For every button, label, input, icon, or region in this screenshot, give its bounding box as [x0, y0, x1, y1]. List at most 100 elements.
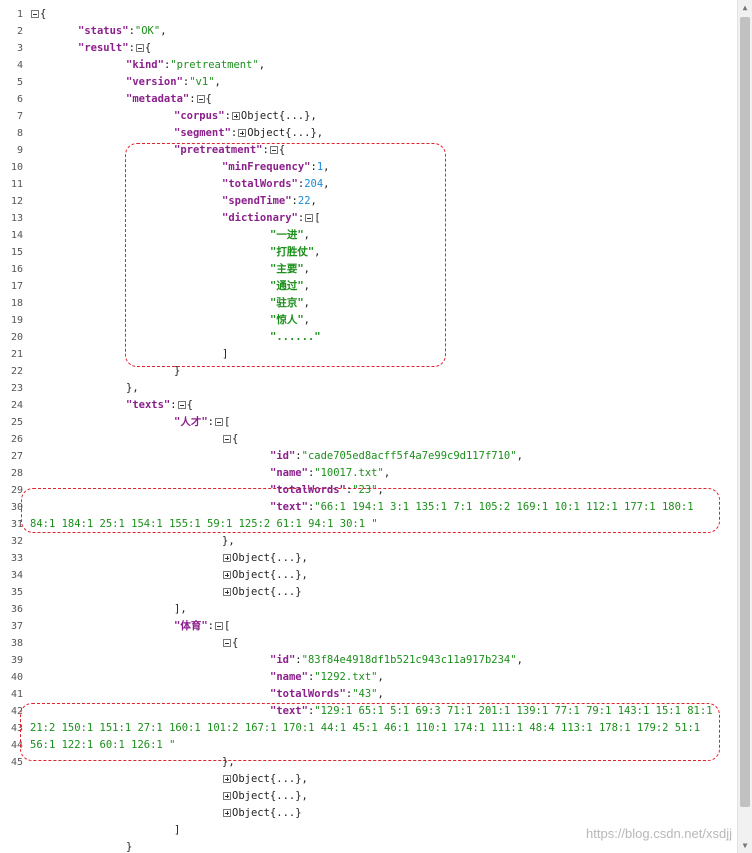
code-line-9: "pretreatment":{	[174, 144, 286, 156]
line-number: 5	[16, 77, 23, 88]
line-number: 8	[16, 128, 23, 139]
line-number: 21	[10, 349, 23, 360]
collapse-toggle-icon[interactable]	[196, 95, 205, 103]
line-number: 14	[10, 230, 23, 241]
line-number: 17	[10, 281, 23, 292]
code-line-22: }	[174, 365, 181, 377]
scroll-down-arrow-icon[interactable]: ▼	[742, 841, 748, 850]
code-line-30: "text":"66:1 194:1 3:1 135:1 7:1 105:2 1…	[270, 501, 694, 513]
expand-toggle-icon[interactable]	[223, 571, 231, 579]
collapse-toggle-icon[interactable]	[214, 418, 223, 426]
line-number: 32	[10, 536, 23, 547]
code-line-23: },	[126, 382, 139, 394]
code-line-50: }	[126, 841, 133, 853]
line-number: 40	[10, 672, 23, 683]
expand-toggle-icon[interactable]	[223, 775, 231, 783]
scroll-up-arrow-icon[interactable]: ▲	[742, 3, 748, 12]
code-line-33: Object{...},	[222, 550, 308, 567]
line-number: 41	[10, 689, 23, 700]
code-line-5: "version":"v1",	[126, 76, 221, 88]
code-line-42: "text":"129:1 65:1 5:1 69:3 71:1 201:1 1…	[270, 705, 713, 717]
code-line-4: "kind":"pretreatment",	[126, 59, 266, 71]
line-number: 29	[10, 485, 23, 496]
code-line-38: {	[222, 635, 238, 652]
line-number: 6	[16, 94, 23, 105]
collapse-toggle-icon[interactable]	[223, 435, 231, 443]
line-number: 31	[10, 519, 23, 530]
expand-toggle-icon[interactable]	[223, 588, 231, 596]
code-line-1: {	[30, 6, 46, 23]
line-number: 7	[16, 111, 23, 122]
line-number: 30	[10, 502, 23, 513]
code-line-12: "spendTime":22,	[222, 195, 317, 207]
line-number: 18	[10, 298, 23, 309]
collapse-toggle-icon[interactable]	[223, 639, 231, 647]
code-line-27: "id":"cade705ed8acff5f4a7e99c9d117f710",	[270, 450, 523, 462]
line-number: 36	[10, 604, 23, 615]
line-number: 39	[10, 655, 23, 666]
code-line-8: "segment":Object{...},	[174, 127, 324, 139]
line-number: 2	[16, 26, 23, 37]
code-line-39: "id":"83f84e4918df1b521c943c11a917b234",	[270, 654, 523, 666]
line-number: 19	[10, 315, 23, 326]
line-number: 43	[10, 723, 23, 734]
code-line-25: "人才":[	[174, 416, 231, 428]
line-number: 20	[10, 332, 23, 343]
expand-toggle-icon[interactable]	[223, 554, 231, 562]
line-number: 9	[16, 145, 23, 156]
collapse-toggle-icon[interactable]	[177, 401, 186, 409]
line-number: 28	[10, 468, 23, 479]
code-line-2: "status":"OK",	[78, 25, 167, 37]
code-line-3: "result":{	[78, 42, 152, 54]
code-line-10: "minFrequency":1,	[222, 161, 330, 173]
code-line-11: "totalWords":204,	[222, 178, 330, 190]
line-number: 42	[10, 706, 23, 717]
expand-toggle-icon[interactable]	[238, 129, 247, 137]
code-line-26: {	[222, 431, 238, 448]
line-number: 10	[10, 162, 23, 173]
collapse-toggle-icon[interactable]	[31, 10, 39, 18]
line-number: 12	[10, 196, 23, 207]
line-number: 37	[10, 621, 23, 632]
code-line-40: "name":"1292.txt",	[270, 671, 384, 683]
code-line-48: Object{...}	[222, 805, 302, 822]
vertical-scrollbar[interactable]: ▲ ▼	[737, 0, 752, 853]
code-line-19: "惊人",	[270, 314, 310, 326]
code-line-7: "corpus":Object{...},	[174, 110, 317, 122]
code-line-17: "通过",	[270, 280, 310, 292]
line-number: 11	[10, 179, 23, 190]
line-number: 3	[16, 43, 23, 54]
scrollbar-thumb[interactable]	[740, 17, 750, 807]
line-number: 13	[10, 213, 23, 224]
line-number: 16	[10, 264, 23, 275]
code-line-16: "主要",	[270, 263, 310, 275]
line-number: 22	[10, 366, 23, 377]
line-number: 34	[10, 570, 23, 581]
code-line-20: "......"	[270, 331, 321, 343]
code-line-21: ]	[222, 348, 229, 360]
highlight-pretreatment	[125, 143, 446, 367]
line-number: 23	[10, 383, 23, 394]
collapse-toggle-icon[interactable]	[269, 146, 278, 154]
code-line-46: Object{...},	[222, 771, 308, 788]
line-number: 27	[10, 451, 23, 462]
code-line-29: "totalWords":"23",	[270, 484, 384, 496]
expand-toggle-icon[interactable]	[223, 809, 231, 817]
line-number: 24	[10, 400, 23, 411]
expand-toggle-icon[interactable]	[223, 792, 231, 800]
line-number: 25	[10, 417, 23, 428]
code-line-14: "一进",	[270, 229, 310, 241]
code-line-18: "驻京",	[270, 297, 310, 309]
collapse-toggle-icon[interactable]	[305, 214, 314, 222]
line-number: 35	[10, 587, 23, 598]
line-number: 44	[10, 740, 23, 751]
code-line-49: ]	[174, 824, 181, 836]
expand-toggle-icon[interactable]	[231, 112, 240, 120]
line-number: 45	[10, 757, 23, 768]
collapse-toggle-icon[interactable]	[214, 622, 223, 630]
collapse-toggle-icon[interactable]	[135, 44, 144, 52]
code-line-32: },	[222, 535, 235, 547]
line-number: 26	[10, 434, 23, 445]
